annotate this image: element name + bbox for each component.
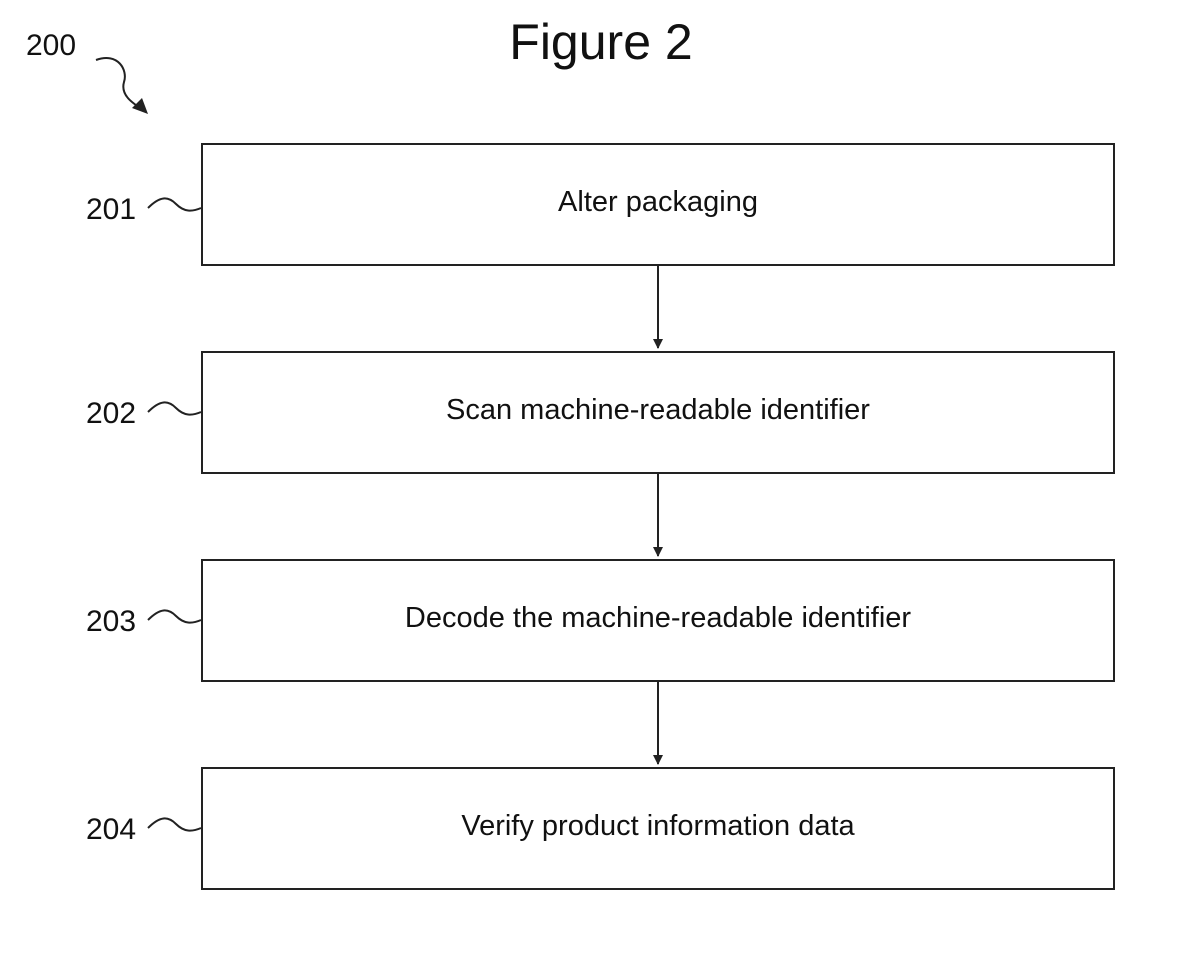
step-text: Decode the machine-readable identifier xyxy=(405,601,911,641)
step-text: Verify product information data xyxy=(461,809,854,849)
lead-line-201 xyxy=(148,198,201,210)
step-text: Scan machine-readable identifier xyxy=(446,393,870,433)
step-ref-203: 203 xyxy=(86,604,136,640)
step-ref-201: 201 xyxy=(86,192,136,228)
step-ref-202: 202 xyxy=(86,396,136,432)
step-text: Alter packaging xyxy=(558,185,758,225)
lead-line-203 xyxy=(148,610,201,622)
lead-line-202 xyxy=(148,402,201,414)
step-box-scan-identifier: Scan machine-readable identifier xyxy=(201,351,1115,474)
step-box-decode-identifier: Decode the machine-readable identifier xyxy=(201,559,1115,682)
figure-ref-arrowhead xyxy=(132,98,148,114)
step-box-alter-packaging: Alter packaging xyxy=(201,143,1115,266)
lead-line-204 xyxy=(148,818,201,830)
step-ref-204: 204 xyxy=(86,812,136,848)
step-box-verify-product-data: Verify product information data xyxy=(201,767,1115,890)
